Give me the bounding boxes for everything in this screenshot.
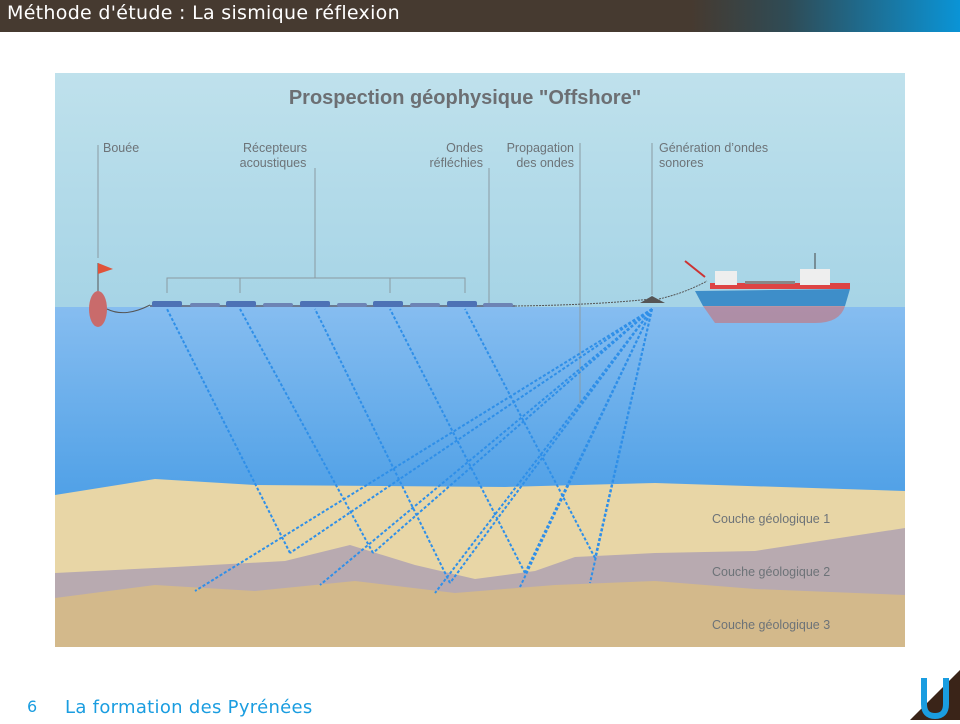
wave-ray: [319, 308, 653, 586]
layer-3: [55, 581, 905, 647]
label-receivers-2: acoustiques: [240, 156, 307, 170]
wave-ray: [434, 308, 653, 594]
label-leaders: [97, 143, 653, 403]
label-generation-1: Génération d’ondes: [659, 141, 768, 155]
wave-ray: [314, 308, 451, 584]
label-propagation-1: Propagation: [507, 141, 574, 155]
offshore-seismic-diagram: Prospection géophysique "Offshore" Bouée…: [55, 73, 905, 647]
buoy-icon: [89, 263, 151, 327]
label-receivers-1: Récepteurs: [243, 141, 307, 155]
label-layer-2: Couche géologique 2: [712, 565, 830, 579]
wave-ray: [464, 308, 596, 559]
ship-icon: [684, 253, 850, 323]
label-buoy: Bouée: [103, 141, 139, 155]
label-generation-2: sonores: [659, 156, 703, 170]
seismic-waves: [166, 308, 653, 594]
wave-ray: [239, 308, 374, 554]
page-number: 6: [27, 697, 38, 716]
figure-title: Prospection géophysique "Offshore": [289, 87, 641, 109]
label-propagation-2: des ondes: [516, 156, 574, 170]
sea: [55, 307, 905, 507]
label-layer-3: Couche géologique 3: [712, 618, 830, 632]
label-reflected-2: réfléchies: [430, 156, 484, 170]
wave-ray: [194, 308, 653, 592]
label-layer-1: Couche géologique 1: [712, 512, 830, 526]
slide-header: Méthode d'étude : La sismique réflexion: [0, 0, 960, 32]
slide-title: Méthode d'étude : La sismique réflexion: [7, 2, 400, 24]
wave-ray: [289, 308, 653, 554]
sky: [55, 73, 905, 307]
footer-title: La formation des Pyrénées: [65, 697, 313, 718]
wave-ray: [166, 308, 291, 554]
university-logo: [910, 670, 960, 720]
label-reflected-1: Ondes: [446, 141, 483, 155]
streamer-receivers: [150, 280, 708, 307]
wave-ray: [519, 308, 653, 588]
wave-ray: [389, 308, 526, 574]
wave-ray: [589, 308, 653, 584]
wave-ray: [372, 308, 653, 554]
